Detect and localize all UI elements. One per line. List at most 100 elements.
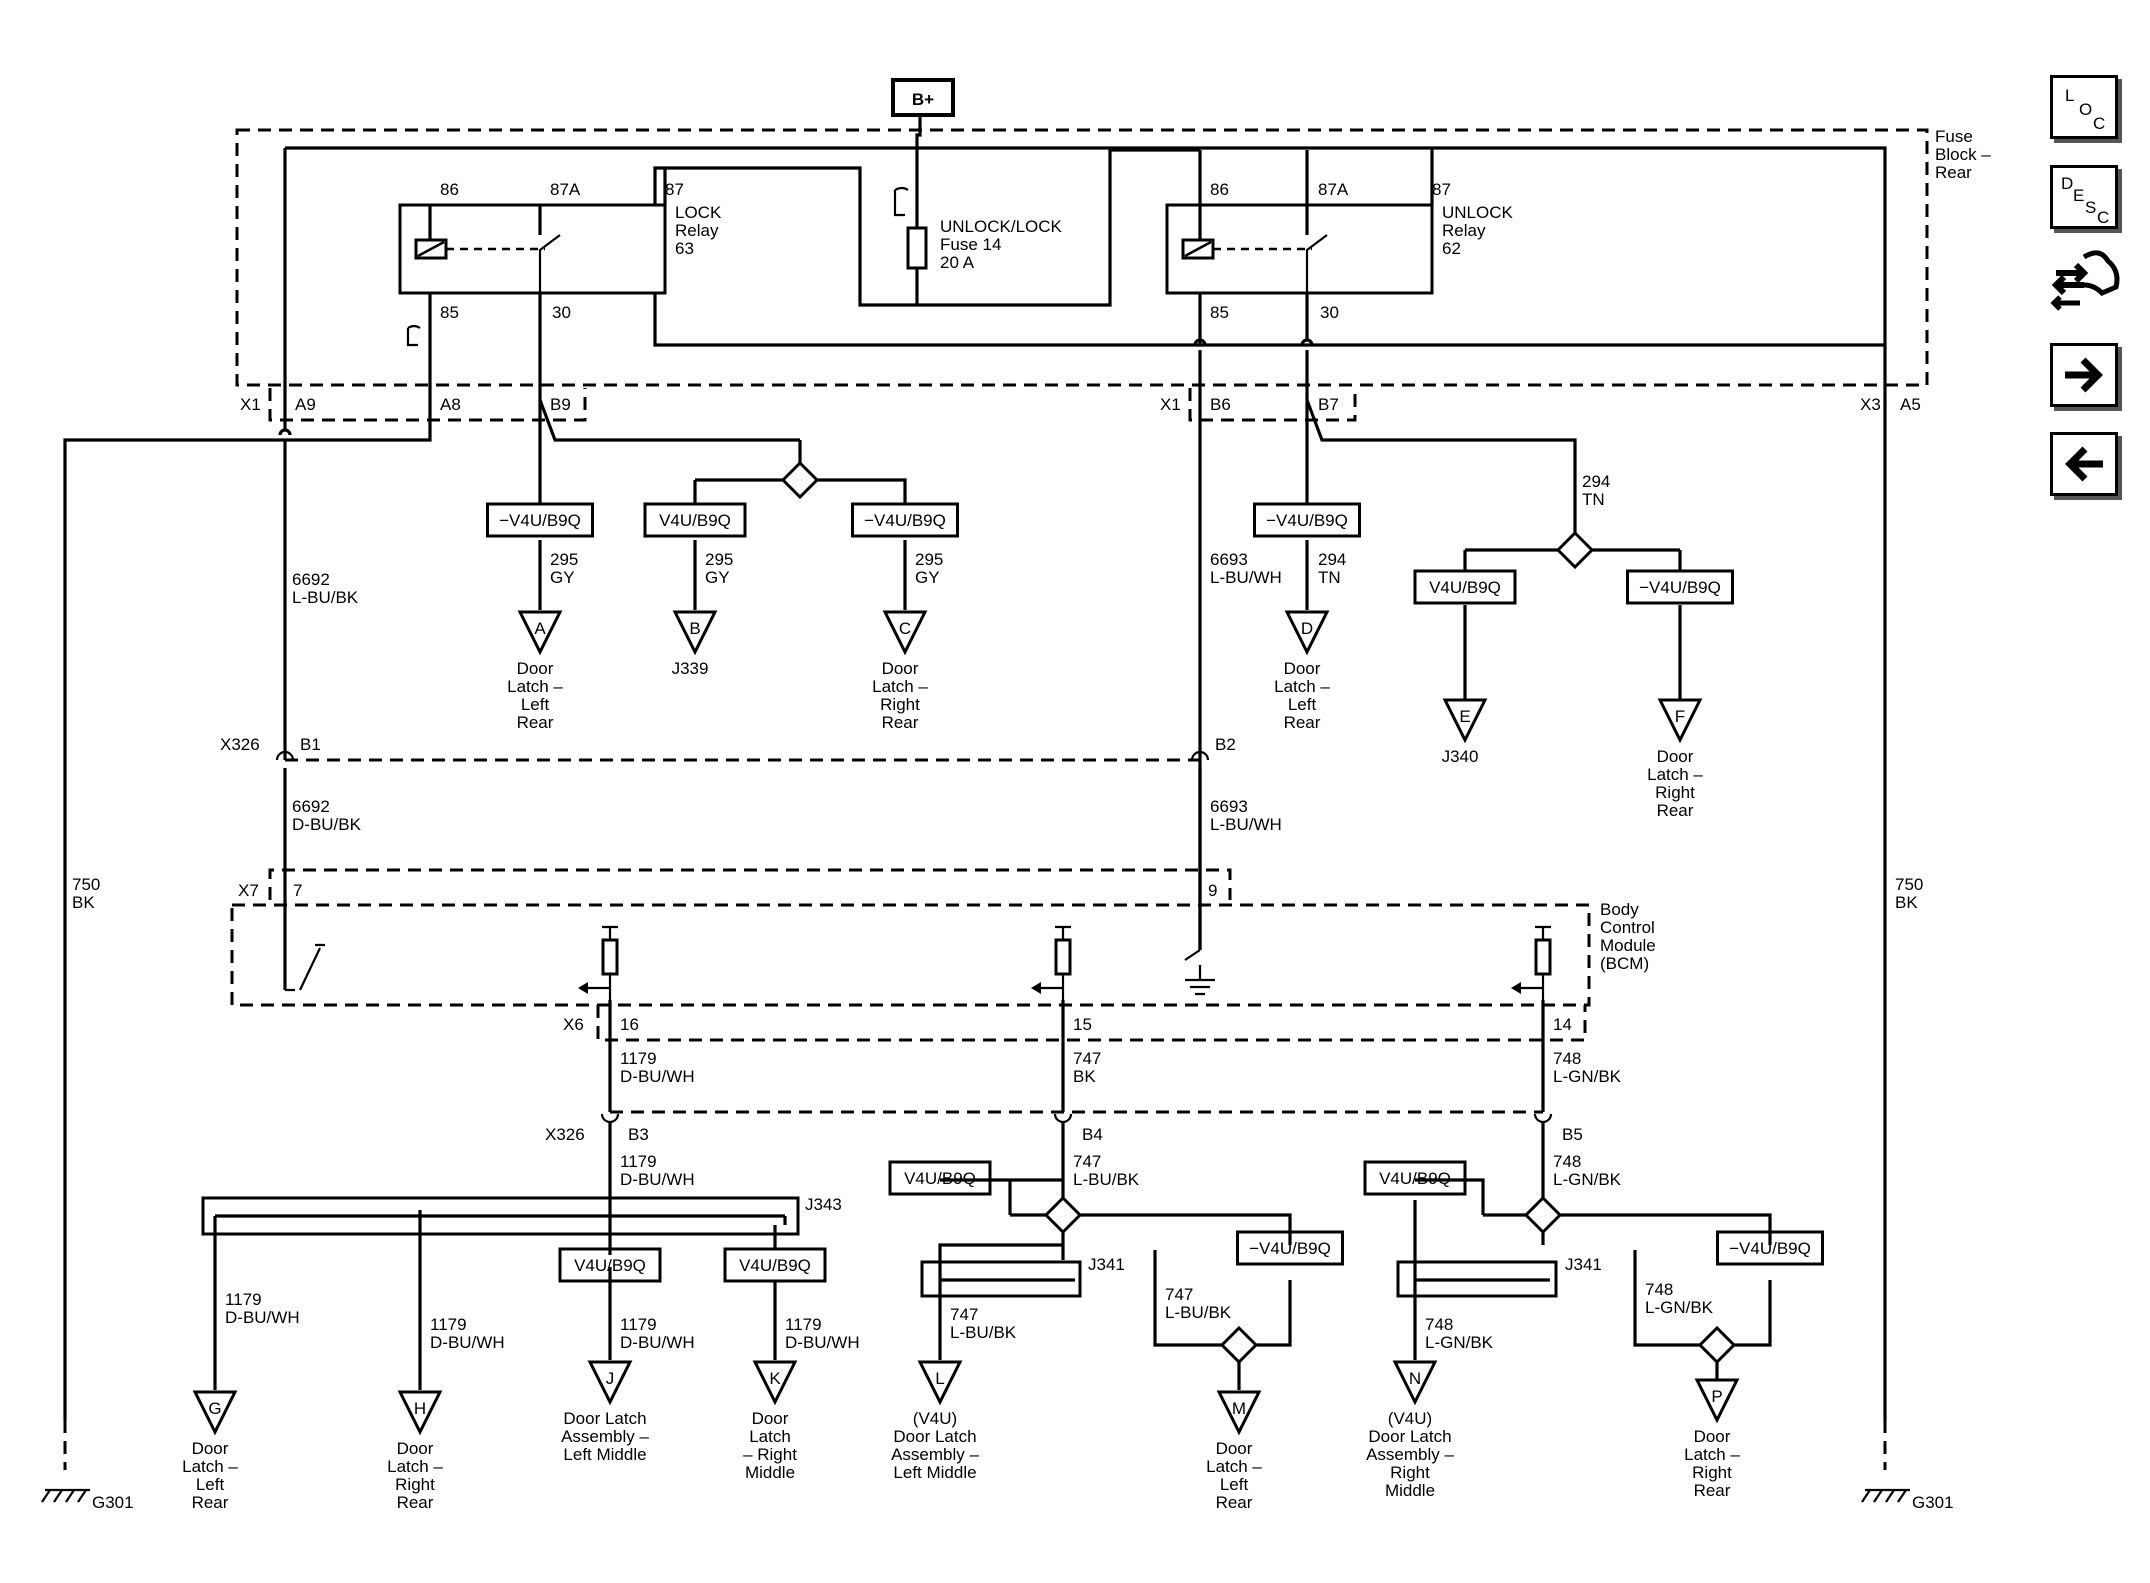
- lock-85-wire: [63, 293, 432, 1420]
- w747a-num: 747: [1073, 1049, 1101, 1068]
- w295c-color: GY: [915, 568, 940, 587]
- x1-connector-right: [1188, 388, 1357, 422]
- back-button[interactable]: [2050, 432, 2118, 496]
- desc-button[interactable]: D E S C: [2050, 165, 2118, 229]
- ref-a-line-2: Left: [521, 695, 550, 714]
- w1179b-color: D-BU/WH: [620, 1170, 695, 1189]
- unlock-relay-label-2: Relay: [1442, 221, 1486, 240]
- lock-86-pin: 86: [440, 180, 459, 199]
- b5-bulb: [1533, 1113, 1553, 1124]
- w747m-color: L-BU/BK: [1165, 1303, 1232, 1322]
- w294a-color: TN: [1582, 490, 1605, 509]
- x7-label: X7: [238, 881, 259, 900]
- x326-bottom-label: X326: [545, 1125, 585, 1144]
- x1-connector-left: [268, 388, 587, 422]
- forward-button[interactable]: [2050, 343, 2118, 407]
- b9-branch: [538, 399, 800, 442]
- w1179h-num: 1179: [430, 1315, 467, 1334]
- w1179g-num: 1179: [225, 1290, 262, 1309]
- option-box-o11: V4U/B9Q: [1363, 1160, 1467, 1196]
- bcm-driver-1: [578, 925, 619, 1000]
- a5-label: A5: [1900, 395, 1921, 414]
- loc-o: O: [2079, 100, 2093, 119]
- b2-label: B2: [1215, 735, 1236, 754]
- ref-d-line-1: Latch –: [1274, 677, 1330, 696]
- ref-e-letter: E: [1459, 707, 1470, 726]
- ref-c-line-3: Rear: [882, 713, 919, 732]
- ref-g-letter: G: [208, 1399, 221, 1418]
- ref-k-letter: K: [769, 1369, 781, 1388]
- ref-f-line-3: Rear: [1657, 801, 1694, 820]
- ref-e-line-0: J340: [1442, 747, 1479, 766]
- j341b-splice: [1396, 1260, 1558, 1298]
- bcm-label-1: Body: [1600, 900, 1639, 919]
- b4-label: B4: [1082, 1125, 1103, 1144]
- ref-d-line-3: Rear: [1284, 713, 1321, 732]
- ref-k-line-1: Latch: [749, 1427, 791, 1446]
- w747b-num: 747: [1073, 1152, 1101, 1171]
- ref-h-letter: H: [414, 1399, 426, 1418]
- option-label-o1: −V4U/B9Q: [499, 511, 581, 530]
- ref-e[interactable]: E J340: [1442, 698, 1488, 766]
- ref-l-line-2: Assembly –: [891, 1445, 979, 1464]
- w1179j-num: 1179: [620, 1315, 657, 1334]
- x326-top-label: X326: [220, 735, 260, 754]
- unlock-30-wire: [1300, 293, 1314, 520]
- splice-b9: [780, 460, 820, 500]
- w1179k-color: D-BU/WH: [785, 1333, 860, 1352]
- fuse-rating: 20 A: [940, 253, 975, 272]
- loc-button[interactable]: L O C: [2050, 75, 2118, 139]
- w747a-color: BK: [1073, 1067, 1096, 1086]
- w748b-color: L-GN/BK: [1553, 1170, 1622, 1189]
- unlock-relay-label-1: UNLOCK: [1442, 203, 1514, 222]
- ground-right-label: G301: [1912, 1493, 1954, 1512]
- option-box-o4: −V4U/B9Q: [1253, 502, 1361, 538]
- j341a-label: J341: [1088, 1255, 1125, 1274]
- connector-tools-icon[interactable]: [2050, 245, 2122, 320]
- ref-l-line-3: Left Middle: [893, 1463, 976, 1482]
- b9-label: B9: [550, 395, 571, 414]
- b1-label: B1: [300, 735, 321, 754]
- ref-p-line-0: Door: [1694, 1427, 1731, 1446]
- w1179j-color: D-BU/WH: [620, 1333, 695, 1352]
- w1179a-color: D-BU/WH: [620, 1067, 695, 1086]
- ref-m-letter: M: [1232, 1399, 1246, 1418]
- option-label-o7: V4U/B9Q: [574, 1256, 646, 1275]
- w748n-color: L-GN/BK: [1425, 1333, 1494, 1352]
- option-label-o4: −V4U/B9Q: [1266, 511, 1348, 530]
- battery-box: [891, 78, 955, 117]
- w295a-color: GY: [550, 568, 575, 587]
- ref-j-line-2: Left Middle: [563, 1445, 646, 1464]
- splice-748-p: [1697, 1325, 1737, 1365]
- w6692b-num: 6692: [292, 797, 330, 816]
- w6692a-num: 6692: [292, 570, 330, 589]
- lock-relay-label-2: Relay: [675, 221, 719, 240]
- option-box-o1: −V4U/B9Q: [486, 502, 594, 538]
- j341b-label: J341: [1565, 1255, 1602, 1274]
- lock-85-stub: [406, 324, 421, 347]
- option-box-o6: −V4U/B9Q: [1626, 569, 1734, 605]
- w748p-num: 748: [1645, 1280, 1673, 1299]
- ref-n-line-1: Door Latch: [1368, 1427, 1451, 1446]
- splice-747-m: [1219, 1325, 1259, 1365]
- ref-j-line-0: Door Latch: [563, 1409, 646, 1428]
- ref-wires-top: [538, 540, 1682, 700]
- unlock-relay-switch: [1305, 234, 1328, 310]
- b6-label: B6: [1210, 395, 1231, 414]
- unlock-87a-pin: 87A: [1318, 180, 1349, 199]
- wires-bcm-outputs: [608, 1000, 1545, 1112]
- w747l-color: L-BU/BK: [950, 1323, 1017, 1342]
